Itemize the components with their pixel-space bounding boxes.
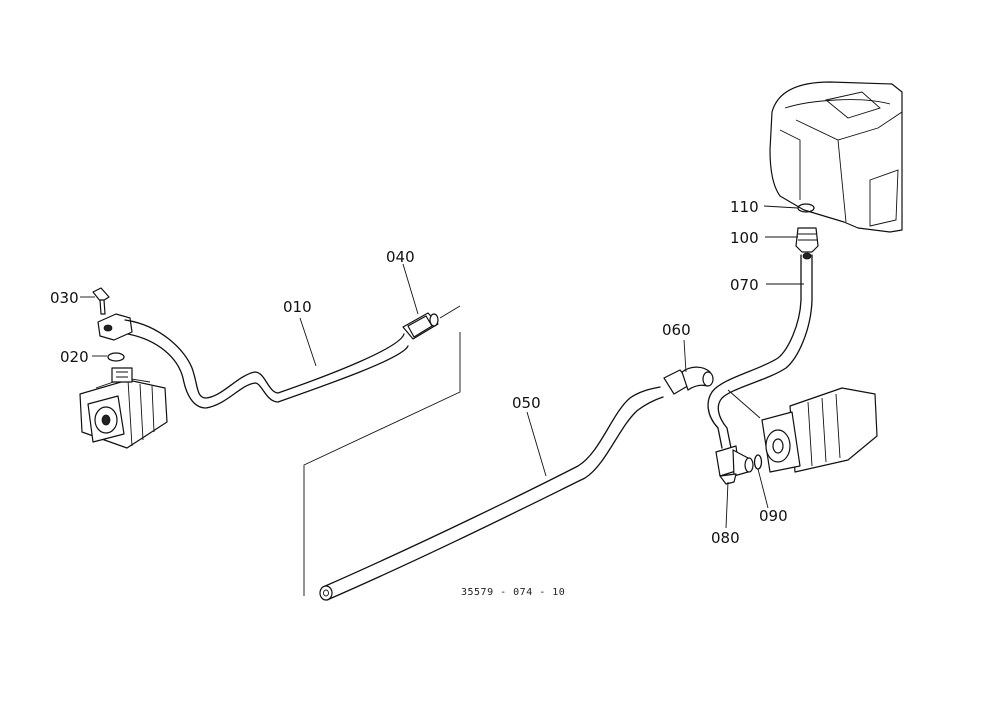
elbow-fitting-060 bbox=[663, 366, 714, 395]
leader-lines bbox=[80, 205, 804, 529]
part-labels: 030 020 010 040 050 060 070 100 110 080 … bbox=[50, 198, 788, 547]
hydraulic-motor bbox=[727, 387, 878, 473]
part-label-050: 050 bbox=[512, 394, 541, 412]
hydraulic-pump bbox=[79, 367, 168, 449]
o-ring-090 bbox=[753, 454, 763, 470]
o-ring-020 bbox=[107, 352, 125, 362]
bleed-screw-030 bbox=[92, 287, 110, 315]
return-pipe-070 bbox=[707, 254, 813, 449]
part-label-060: 060 bbox=[662, 321, 691, 339]
pipe-nut-040 bbox=[402, 312, 439, 340]
part-label-090: 090 bbox=[759, 507, 788, 525]
part-label-010: 010 bbox=[283, 298, 312, 316]
part-label-070: 070 bbox=[730, 276, 759, 294]
part-label-020: 020 bbox=[60, 348, 89, 366]
part-label-040: 040 bbox=[386, 248, 415, 266]
long-pipe-050 bbox=[319, 386, 664, 601]
part-label-030: 030 bbox=[50, 289, 79, 307]
pipe-flange-010 bbox=[97, 313, 133, 341]
part-label-080: 080 bbox=[711, 529, 740, 547]
part-label-110: 110 bbox=[730, 198, 759, 216]
continuation-lines bbox=[303, 305, 461, 596]
elbow-fitting-080 bbox=[715, 445, 754, 485]
hydraulic-tank bbox=[769, 81, 903, 233]
adapter-fitting-100 bbox=[795, 227, 819, 260]
part-label-100: 100 bbox=[730, 229, 759, 247]
drawing-code: 35579 - 074 - 10 bbox=[461, 587, 565, 598]
delivery-pipe-010 bbox=[124, 319, 409, 409]
